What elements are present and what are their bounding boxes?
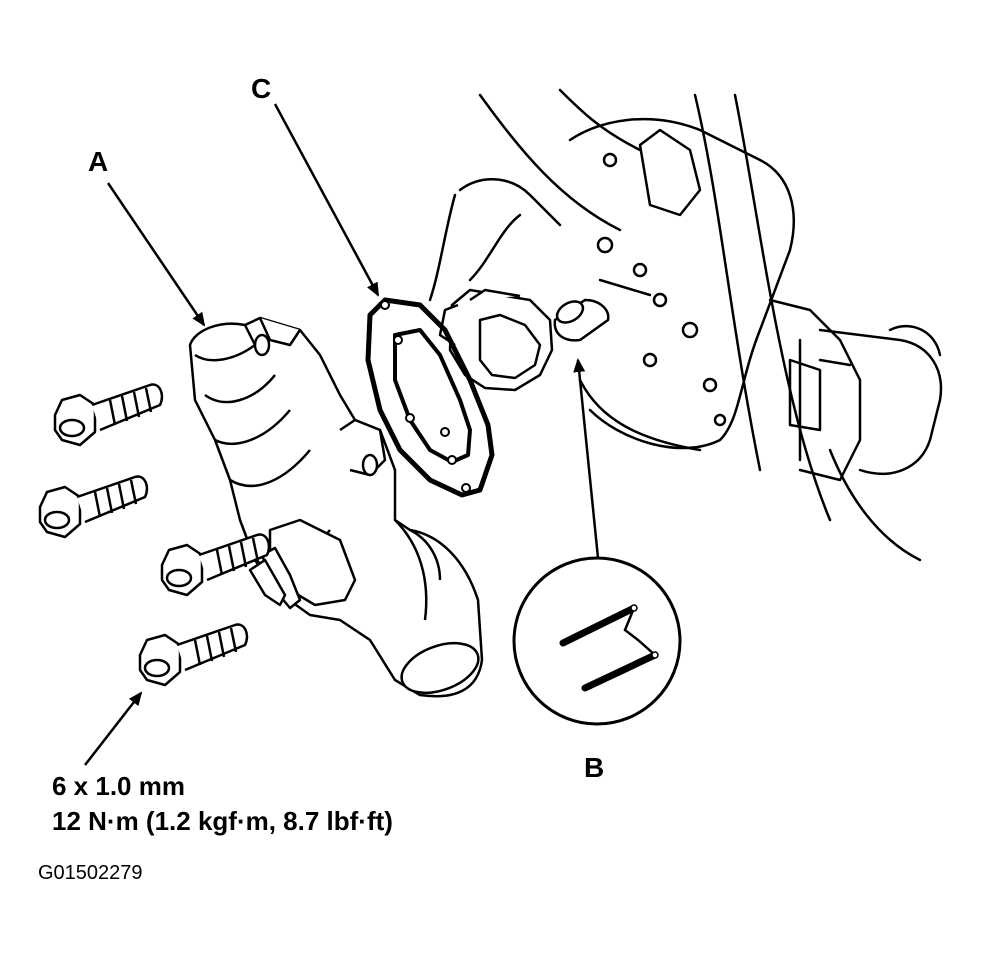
callout-b: B bbox=[584, 752, 605, 783]
bolt-1 bbox=[53, 383, 164, 447]
arrow-bolt bbox=[84, 691, 143, 766]
arrow-b bbox=[573, 358, 600, 559]
bolt-4 bbox=[138, 623, 249, 687]
bolt-thread-spec: 6 x 1.0 mm bbox=[52, 771, 185, 801]
arrow-c bbox=[273, 103, 380, 297]
bolt-3 bbox=[160, 533, 271, 597]
wiring-connector bbox=[438, 288, 554, 392]
filter-inset bbox=[512, 556, 682, 726]
gasket bbox=[365, 297, 495, 498]
bolt-2 bbox=[38, 475, 149, 539]
callout-a: A bbox=[88, 146, 109, 177]
bolts bbox=[38, 383, 271, 687]
engine-background bbox=[428, 88, 943, 562]
leader-arrows bbox=[84, 103, 600, 766]
bolt-torque-spec: 12 N·m (1.2 kgf·m, 8.7 lbf·ft) bbox=[52, 806, 393, 836]
solenoid-valve bbox=[188, 316, 484, 698]
arrow-a bbox=[106, 182, 206, 327]
filter-pellet bbox=[553, 298, 610, 342]
callout-c: C bbox=[251, 73, 272, 104]
figure-id: G01502279 bbox=[38, 862, 143, 884]
